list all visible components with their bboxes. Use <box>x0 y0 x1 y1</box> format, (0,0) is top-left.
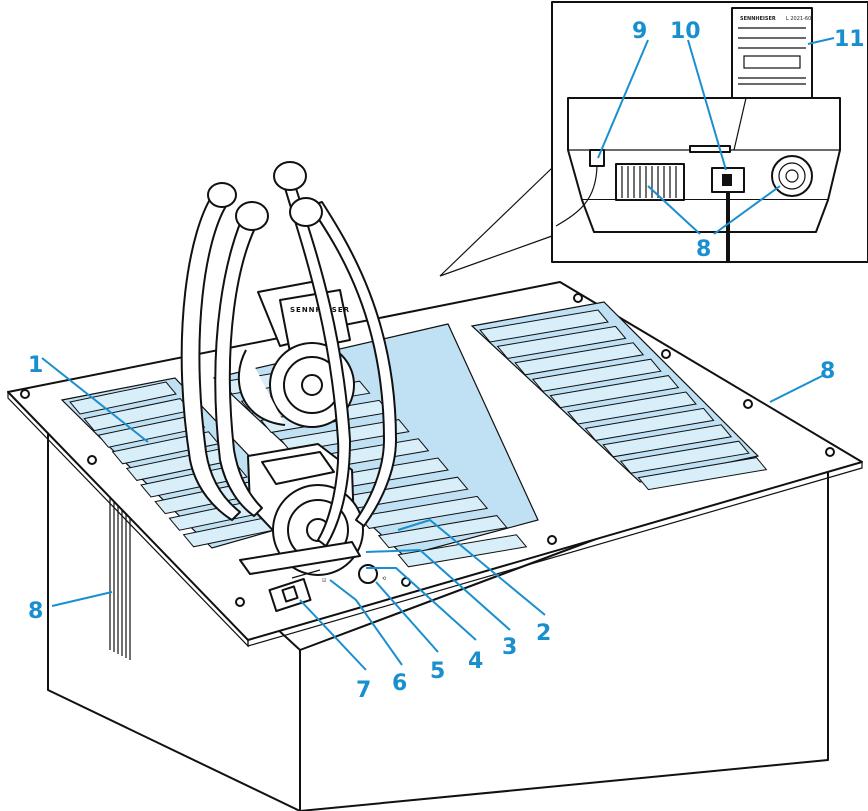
rear-view-inset: SENNHEISER L 2021-60 <box>439 1 868 277</box>
callout-numbers: 1 2 3 4 5 6 7 8 8 8 9 10 11 <box>28 19 865 703</box>
battery-symbol: ☑ <box>322 578 326 584</box>
charging-slot <box>531 358 662 392</box>
svg-text:L 2021-60: L 2021-60 <box>786 16 811 22</box>
callout-7: 7 <box>356 678 371 703</box>
callout-3: 3 <box>502 635 517 660</box>
callout-8-rear: 8 <box>696 237 711 262</box>
svg-text:SENNHEISER: SENNHEISER <box>740 16 776 22</box>
charging-slot <box>479 309 609 343</box>
callout-10: 10 <box>670 19 701 44</box>
headset-headbands <box>180 161 397 547</box>
fan-grille <box>771 155 813 197</box>
power-button <box>358 564 378 584</box>
callout-6: 6 <box>392 671 407 696</box>
callout-4: 4 <box>468 649 483 674</box>
callout-8-top: 8 <box>820 359 835 384</box>
charging-slot <box>97 414 206 448</box>
charging-slot <box>549 375 680 409</box>
charging-slot <box>584 407 715 441</box>
callout-8-side: 8 <box>28 599 43 624</box>
charging-slot <box>496 325 627 359</box>
rear-vent-left <box>615 163 685 201</box>
charging-led <box>291 569 321 579</box>
callout-1: 1 <box>28 353 43 378</box>
charging-slot <box>567 391 697 425</box>
cable-clamp <box>589 149 605 167</box>
rating-label: SENNHEISER L 2021-60 <box>731 7 813 99</box>
front-panel: ☑ ⟲ <box>268 564 386 613</box>
callout-11: 11 <box>834 27 865 52</box>
mounting-holes <box>20 293 835 607</box>
charging-slot <box>619 440 750 474</box>
charging-slot <box>637 457 768 491</box>
charging-slot <box>69 381 177 415</box>
headset-front <box>239 443 364 576</box>
charging-slot <box>602 424 733 458</box>
callout-9: 9 <box>632 19 647 44</box>
callout-2: 2 <box>536 621 551 646</box>
sync-symbol: ⟲ <box>382 576 386 582</box>
charging-slot <box>514 342 645 376</box>
callout-5: 5 <box>430 659 445 684</box>
leader-lines <box>41 37 835 671</box>
